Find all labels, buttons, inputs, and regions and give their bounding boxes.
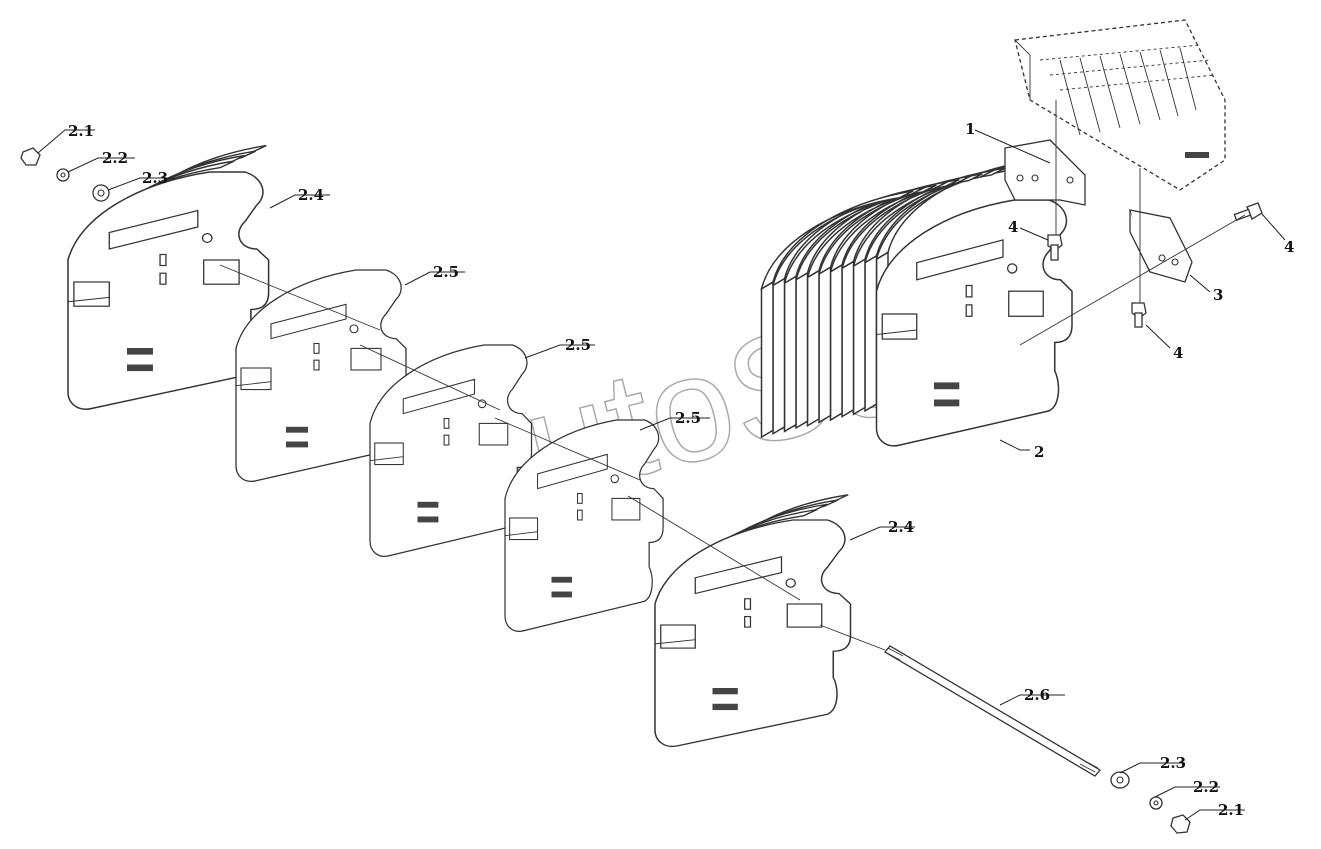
nut-2-1-right (1170, 814, 1191, 834)
washer-2-3-left (92, 184, 110, 202)
threaded-rod-2-6 (884, 645, 1101, 777)
bolt-4-right (1233, 202, 1263, 222)
callout-2-2-left: 2.2 (102, 149, 128, 167)
callout-3: 3 (1213, 286, 1223, 304)
callout-2-5-a: 2.5 (433, 263, 459, 281)
callout-2-3-left: 2.3 (142, 169, 168, 187)
callout-4-right: 4 (1284, 238, 1294, 256)
callout-2-5-b: 2.5 (565, 336, 591, 354)
mounting-frame (1014, 19, 1226, 191)
callout-2-4-left: 2.4 (298, 186, 324, 204)
callout-4-lower: 4 (1173, 344, 1183, 362)
callout-2-1-left: 2.1 (68, 122, 94, 140)
washer-2-3-right (1110, 771, 1130, 789)
callout-2-5-c: 2.5 (675, 409, 701, 427)
bolt-4-upper (1047, 234, 1063, 261)
callout-2-2-right: 2.2 (1193, 778, 1219, 796)
callout-1: 1 (965, 120, 975, 138)
callout-2-1-right: 2.1 (1218, 801, 1244, 819)
bracket-1 (1004, 139, 1086, 206)
weight-assembly-2 (760, 160, 1073, 447)
lock-washer-2-2-left (56, 168, 70, 182)
callout-labels: 2.1 2.2 2.3 2.4 2.5 2.5 2.5 2.4 2.6 2.3 … (68, 120, 1294, 819)
leader-lines (37, 100, 1286, 821)
lock-washer-2-2-right (1149, 796, 1163, 810)
callout-2: 2 (1034, 443, 1044, 461)
bracket-3 (1129, 209, 1193, 283)
bolt-4-lower (1131, 302, 1147, 328)
callout-4-upper: 4 (1008, 218, 1018, 236)
weight-stack-2-4-bottom (654, 494, 852, 748)
callout-2-4-bottom: 2.4 (888, 518, 914, 536)
callout-2-6: 2.6 (1024, 686, 1050, 704)
nut-2-1-left (20, 147, 41, 166)
callout-2-3-right: 2.3 (1160, 754, 1186, 772)
